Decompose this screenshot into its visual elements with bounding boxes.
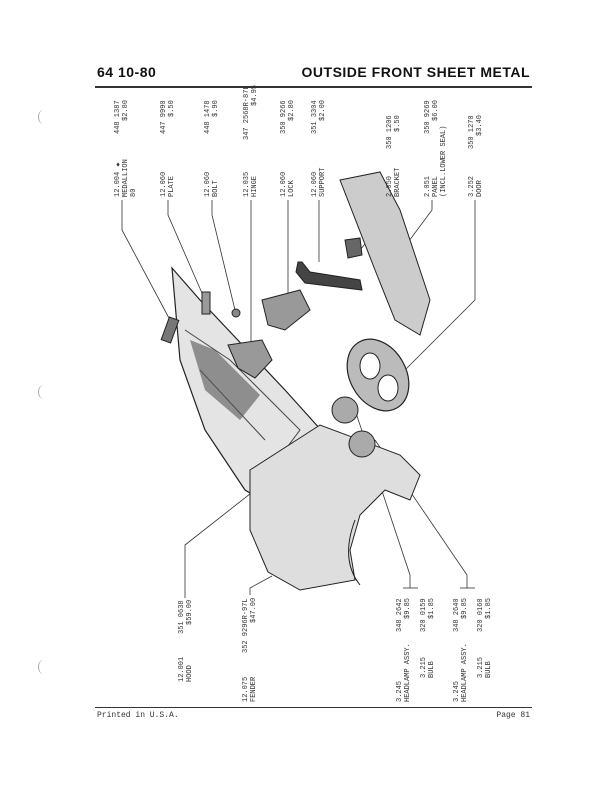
part-number: 350 9269: [424, 100, 432, 134]
footer-rule: [95, 707, 532, 708]
part-label-headlamp-2: 3.245 348 2640 HEADLAMP ASSY. $9.85: [453, 598, 469, 702]
part-label-bracket: 2.050 350 1206 BRACKET $.50: [386, 115, 402, 197]
part-price: $3.40: [476, 115, 484, 137]
part-code: 2.051: [424, 175, 432, 197]
part-price: $.50: [394, 115, 402, 132]
part-name: BRACKET: [394, 167, 402, 197]
part-label-bulb-1: 3.215 320 0159 BULB $1.85: [420, 598, 436, 678]
part-price: $.90: [212, 100, 220, 117]
part-number: 348 2642: [396, 598, 404, 632]
part-name: BOLT: [212, 180, 220, 197]
part-number: 447 9990: [160, 100, 168, 134]
punch-hole-mark: [38, 385, 49, 399]
part-label-medallion: 12.004 ♦ 448 1387 MEDALLION $2.80 80: [114, 100, 138, 197]
part-code: 12.001: [178, 656, 186, 682]
headlamp-door-illustration: [346, 338, 410, 412]
part-label-bolt: 12.060 448 1478 BOLT $.90: [204, 100, 220, 197]
part-name: MEDALLION: [122, 159, 130, 197]
fender-illustration: [249, 424, 421, 591]
page-code: 64 10-80: [97, 64, 157, 80]
part-code: 12.060: [204, 171, 212, 197]
part-label-hood: 12.001 351 0638 HOOD $59.00: [178, 600, 194, 682]
part-name: HOOD: [186, 665, 194, 682]
part-name: HEADLAMP ASSY.: [461, 643, 469, 702]
punch-hole-mark: [38, 660, 49, 674]
part-name: SUPPORT: [319, 167, 327, 197]
page-number: Page 81: [496, 711, 530, 720]
part-name: BULB: [428, 661, 436, 678]
part-number: 352 9296R-97L: [242, 598, 250, 653]
punch-hole-mark: [38, 110, 49, 124]
bracket-illustration: [344, 237, 363, 259]
part-code: 12.004 ♦: [114, 159, 122, 197]
part-price: $1.85: [485, 598, 493, 620]
part-code: 3.245: [396, 680, 404, 702]
part-number: 320 0160: [477, 598, 485, 632]
part-label-plate: 12.060 447 9990 PLATE $.50: [160, 100, 176, 197]
part-code: 3.245: [453, 680, 461, 702]
part-price: $9.85: [461, 598, 469, 620]
support-illustration: [295, 261, 363, 291]
panel-illustration: [339, 171, 431, 336]
part-code: 12.060: [311, 171, 319, 197]
plate-illustration: [201, 291, 211, 315]
printed-note: Printed in U.S.A.: [97, 711, 179, 720]
header-rule: [95, 86, 532, 88]
part-code: 12.060: [160, 171, 168, 197]
part-number: 347 2568R-87L: [243, 85, 251, 140]
part-number: 320 0159: [420, 598, 428, 632]
bolt-illustration: [231, 308, 241, 318]
part-price: $1.85: [428, 598, 436, 620]
part-price: $2.00: [319, 100, 327, 122]
part-label-lock: 12.060 350 9266 LOCK $2.80: [280, 100, 296, 197]
part-code: 3.215: [420, 656, 428, 678]
part-label-panel: 2.051 350 9269 PANEL $6.00 (INCL.LOWER SEA…: [424, 100, 448, 197]
part-name: LOCK: [288, 180, 296, 197]
part-label-headlamp-1: 3.245 348 2642 HEADLAMP ASSY. $9.85: [396, 598, 412, 702]
part-price: $9.85: [404, 598, 412, 620]
part-number: 350 9266: [280, 100, 288, 134]
part-code: 12.035: [243, 171, 251, 197]
part-code: 2.050: [386, 175, 394, 197]
part-code: 3.215: [477, 656, 485, 678]
part-price: $.50: [168, 100, 176, 117]
part-label-hinge: 12.035 347 2568R-87L HINGE $4.95: [243, 85, 259, 197]
part-price: $59.00: [186, 600, 194, 626]
part-code: 12.060: [280, 171, 288, 197]
part-name: PANEL: [432, 175, 440, 197]
page-title: OUTSIDE FRONT SHEET METAL: [301, 64, 530, 80]
headlamp-illustration: [331, 396, 359, 424]
hinge-illustration: [227, 339, 273, 379]
part-label-door: 3.252 350 1270 DOOR $3.40: [468, 115, 484, 197]
part-number: 448 1478: [204, 100, 212, 134]
part-number: 350 1270: [468, 115, 476, 149]
part-note: 80: [130, 188, 138, 197]
part-code: 3.252: [468, 175, 476, 197]
part-note: (INCL.LOWER SEAL): [440, 125, 448, 197]
part-price: $47.00: [250, 598, 258, 624]
part-label-support: 12.060 351 3304 SUPPORT $2.00: [311, 100, 327, 197]
part-name: HINGE: [251, 175, 259, 197]
headlamp-illustration: [348, 430, 376, 458]
part-price: $2.80: [122, 100, 130, 122]
part-code: 12.075: [242, 676, 250, 702]
part-label-bulb-2: 3.215 320 0160 BULB $1.85: [477, 598, 493, 678]
part-label-fender: 12.075 352 9296R-97L FENDER $47.00: [242, 598, 258, 702]
part-name: HEADLAMP ASSY.: [404, 643, 412, 702]
part-name: DOOR: [476, 180, 484, 197]
part-number: 350 1206: [386, 115, 394, 149]
part-name: FENDER: [250, 676, 258, 702]
part-name: PLATE: [168, 175, 176, 197]
part-price: $4.95: [251, 85, 259, 107]
part-number: 351 0638: [178, 600, 186, 634]
lock-illustration: [261, 289, 311, 331]
part-price: $6.00: [432, 100, 440, 122]
part-name: BULB: [485, 661, 493, 678]
medallion-illustration: [160, 316, 180, 344]
part-price: $2.80: [288, 100, 296, 122]
part-number: 351 3304: [311, 100, 319, 134]
part-number: 448 1387: [114, 100, 122, 134]
part-number: 348 2640: [453, 598, 461, 632]
